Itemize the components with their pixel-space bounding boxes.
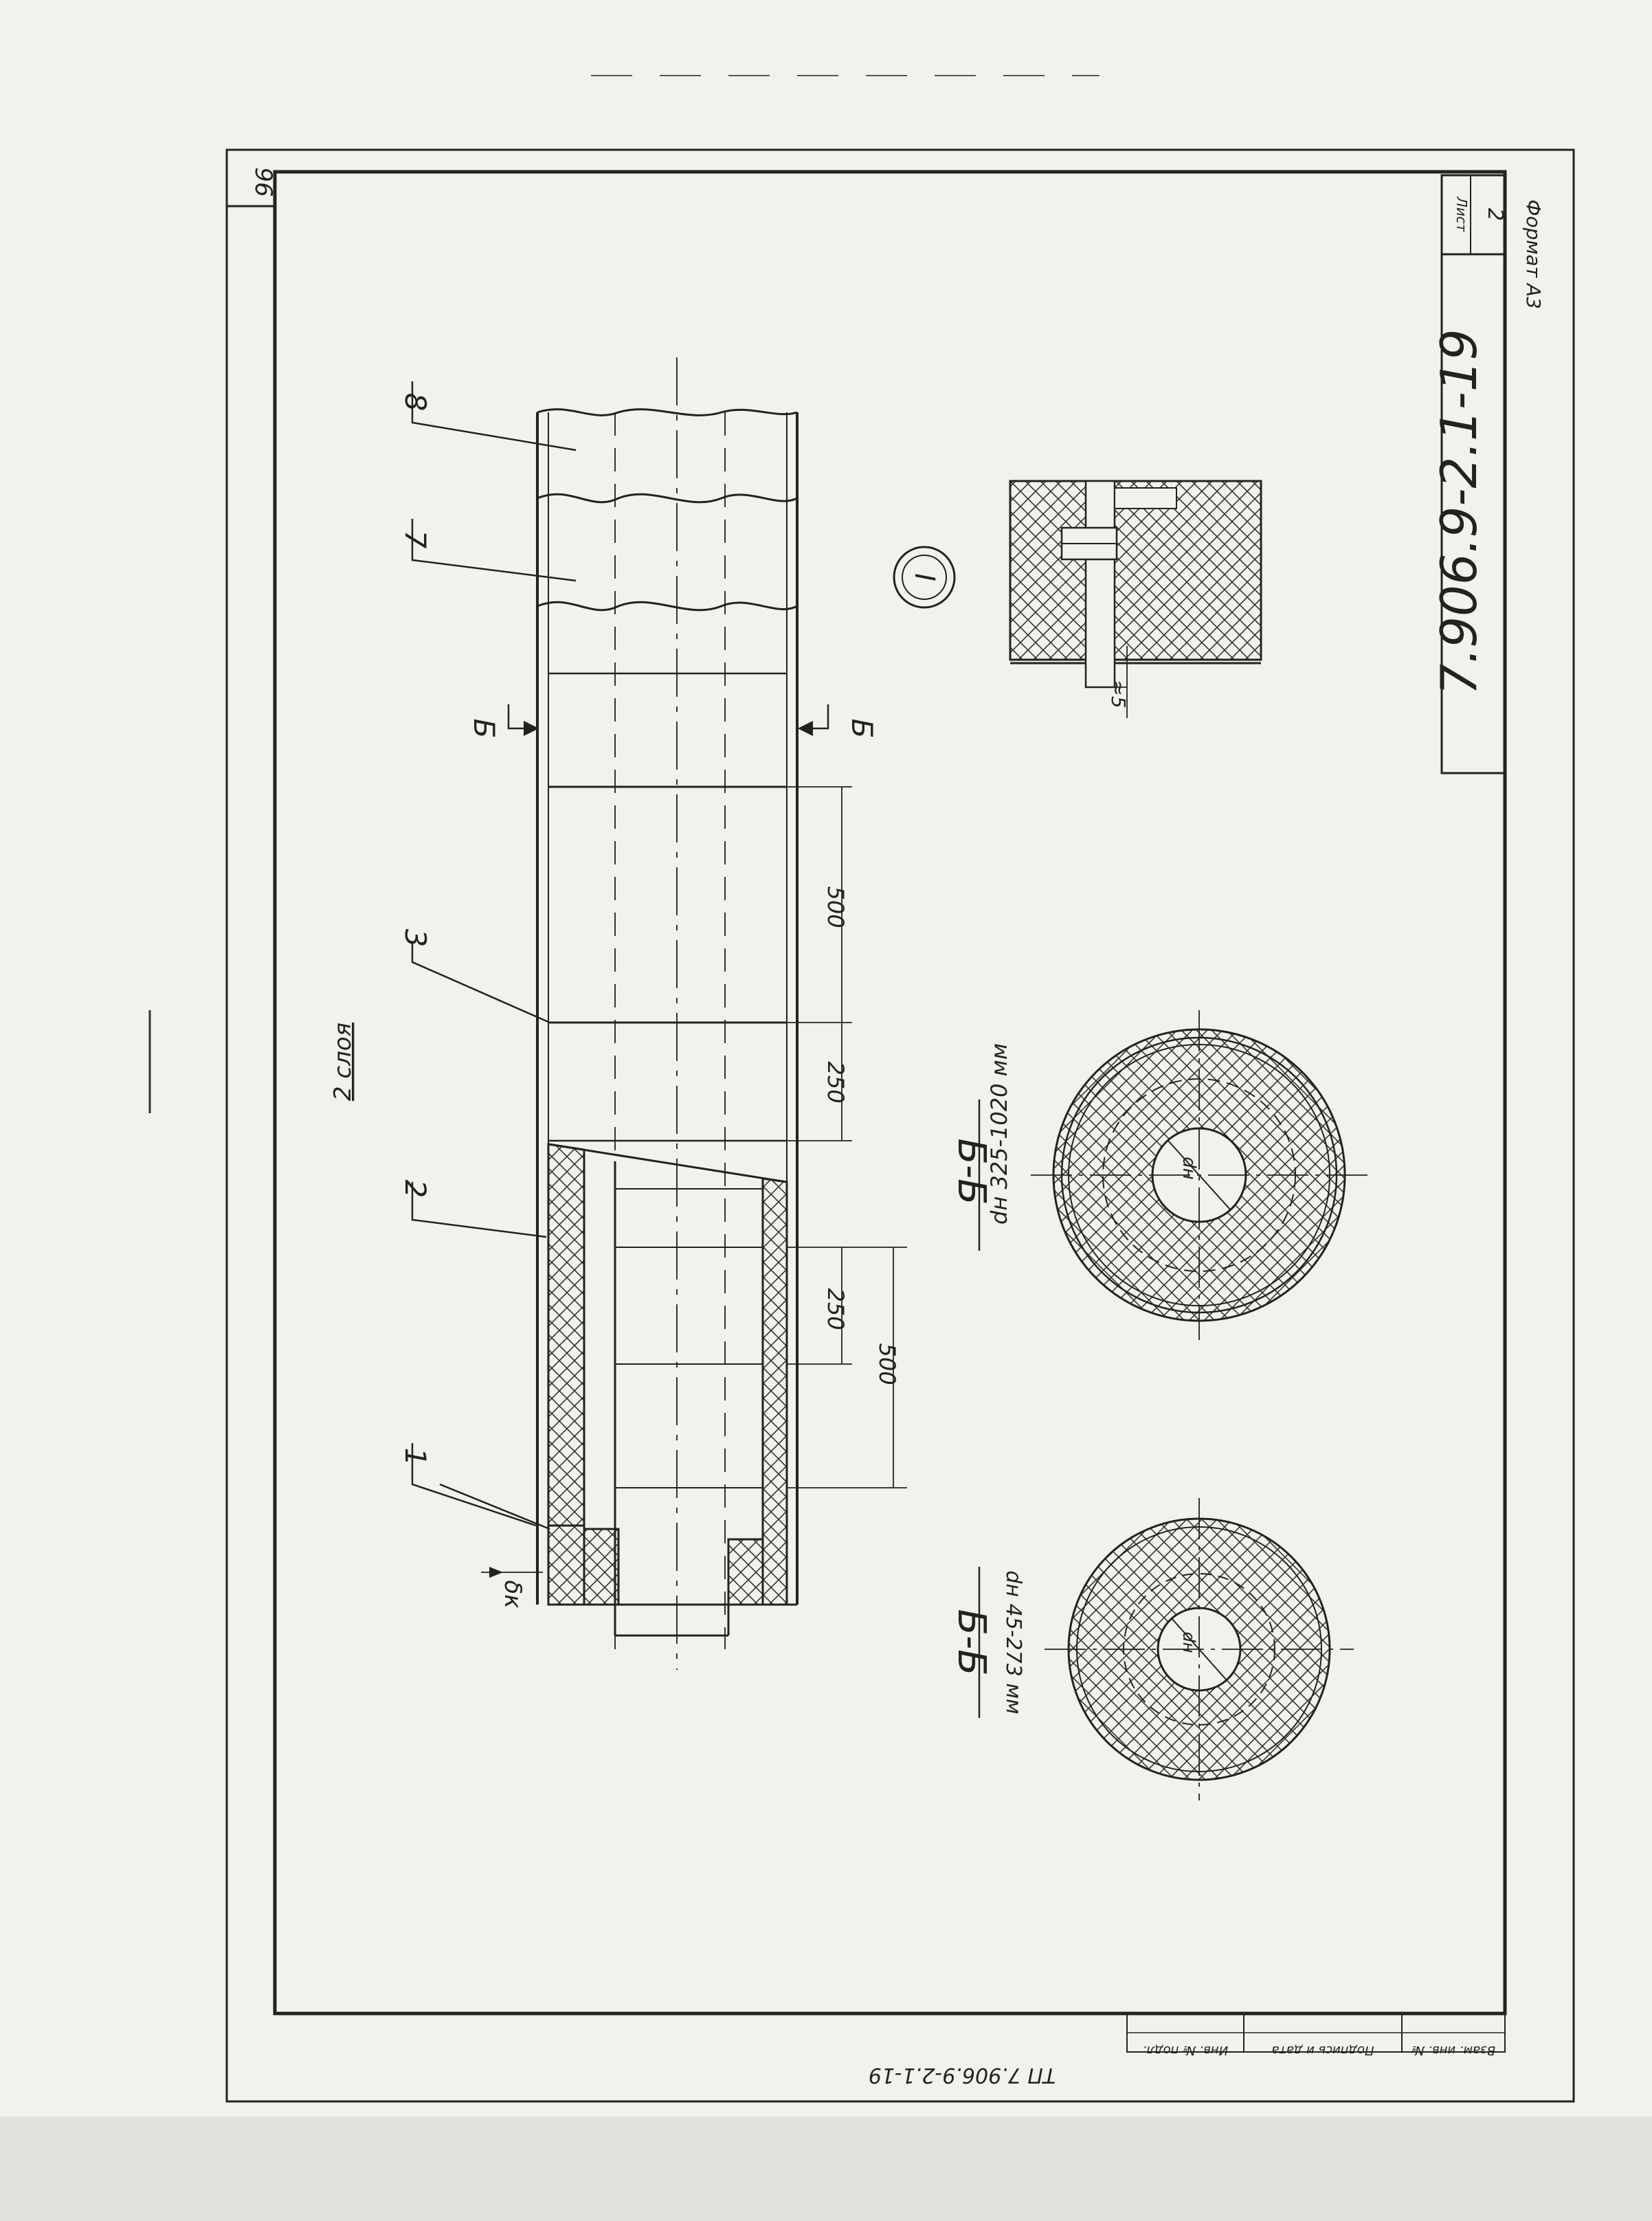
section-small-title: Б-Б — [949, 1609, 994, 1675]
sheet-number: 2 — [1483, 208, 1507, 221]
leader-2 — [411, 1182, 547, 1238]
dim-left-250: 250 — [823, 1061, 849, 1103]
break-line-layer7 — [537, 601, 798, 612]
margin-code: ТП 7.906.9-2.1-19 — [869, 2063, 1056, 2087]
dim-thickness: δк — [499, 1580, 526, 1609]
detail-bracket — [1114, 487, 1177, 509]
large-section-dn: dн — [1179, 1157, 1199, 1180]
insulation-right-hatch — [761, 1177, 788, 1606]
detail-gap-dim: ≈5 — [1107, 680, 1130, 708]
stamp-replaced: Взам. инв. № — [1411, 2043, 1495, 2057]
detail-clamp-plate — [1084, 480, 1116, 689]
approval-stamp: Инв. № подл. Подпись и дата Взам. инв. № — [1126, 2013, 1506, 2057]
format-label: Формат А3 — [1522, 199, 1545, 309]
dim-left-500: 500 — [823, 886, 849, 928]
section-captions: Б-Б dн 325-1020 мм Б-Б dн 45-273 мм — [949, 1043, 1025, 1718]
insulation-left-lower — [583, 1528, 620, 1606]
sheet-label: Лист — [1453, 197, 1470, 233]
item-label-7: 7 — [399, 531, 432, 549]
outer-frame — [225, 148, 1575, 2103]
section-small-subtitle: dн 45-273 мм — [1001, 1570, 1025, 1714]
detail-I-view: ≈5 — [1009, 480, 1262, 718]
title-block: Лист 2 7.906.9-2.1-19 Формат А3 — [1430, 174, 1545, 774]
cross-section-large: dн — [1031, 1010, 1368, 1340]
inner-frame — [273, 170, 1507, 2016]
document-code: 7.906.9-2.1-19 — [1430, 329, 1488, 695]
detail-hatch-block — [1009, 480, 1262, 661]
detail-marker: I — [893, 546, 956, 609]
break-line-layer8 — [537, 493, 798, 504]
cutaway-edge — [548, 1143, 788, 1183]
insulation-left-hatch — [547, 1143, 585, 1527]
dim-mid-250: 250 — [823, 1288, 849, 1330]
pipe-elevation — [536, 357, 799, 1670]
detail-mark: I — [908, 573, 940, 581]
cross-section-small: dн — [1045, 1498, 1354, 1800]
leader-3 — [411, 941, 550, 1024]
insulation-left-base — [547, 1524, 585, 1606]
small-section-dn: dн — [1179, 1632, 1198, 1653]
item-label-3: 3 — [399, 929, 432, 948]
stamp-signature: Подпись и дата — [1271, 2043, 1374, 2057]
item-label-8: 8 — [399, 393, 432, 412]
leader-8 — [411, 381, 577, 451]
item-label-2: 2 — [399, 1180, 432, 1198]
break-line-top — [537, 408, 798, 416]
section-mark-left: Б — [467, 719, 501, 739]
leader-1 — [411, 1443, 537, 1527]
leaders: 8 7 3 2 1 — [399, 381, 577, 1530]
insulation-right-lower — [727, 1538, 764, 1606]
dimensions: 500 250 250 500 δк — [481, 786, 907, 1609]
layers-label: 2 слоя — [329, 1023, 357, 1101]
section-large-subtitle: dн 325-1020 мм — [986, 1043, 1012, 1225]
leader-7 — [411, 519, 577, 582]
item-label-1: 1 — [399, 1448, 432, 1466]
scan-shadow — [0, 2117, 1652, 2221]
page-number: 96 — [249, 167, 277, 197]
leader-1-second — [439, 1483, 550, 1530]
dim-mid-500: 500 — [874, 1343, 900, 1385]
section-mark-right: Б — [845, 719, 879, 739]
section-large-title: Б-Б — [949, 1138, 994, 1205]
stamp-inventory: Инв. № подл. — [1143, 2043, 1228, 2057]
section-marks: Б Б — [467, 704, 879, 738]
